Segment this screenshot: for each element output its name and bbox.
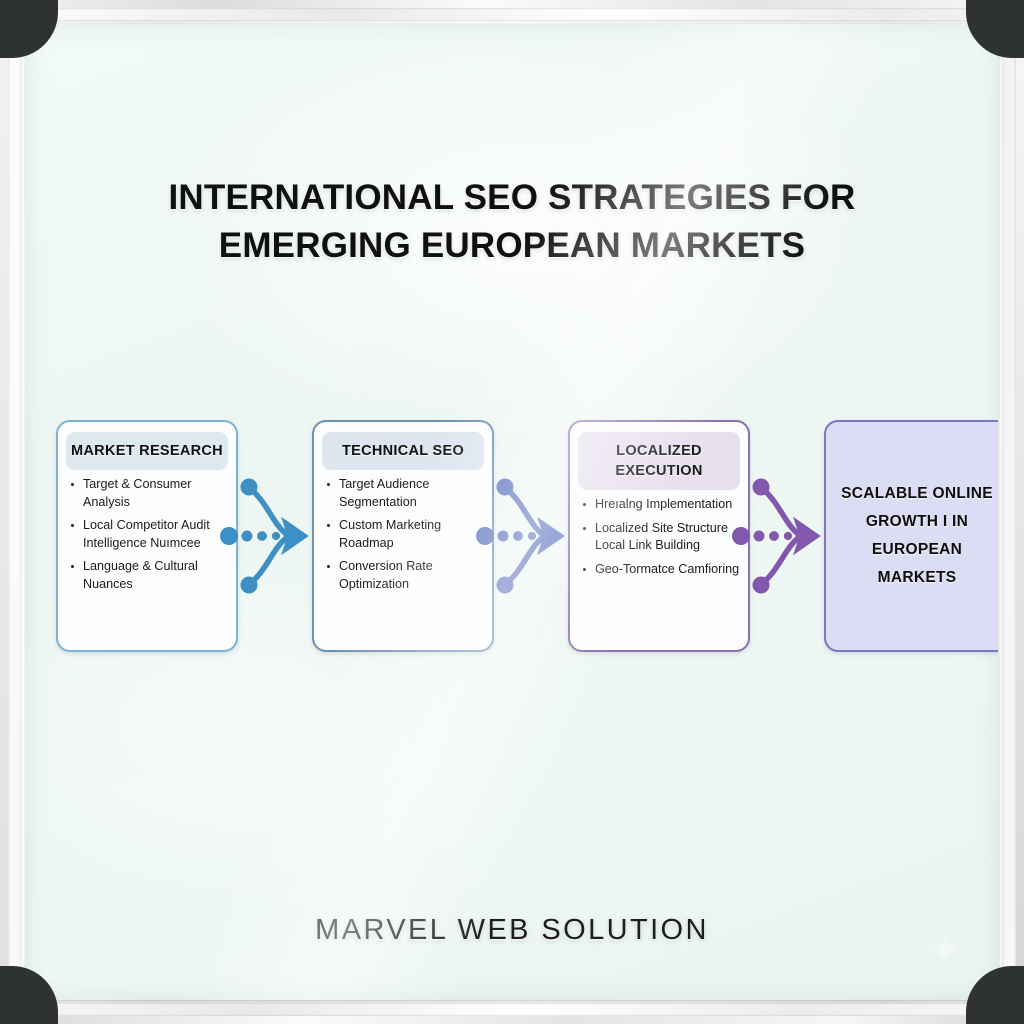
- list-item: Hreıalng Implementation: [582, 496, 740, 514]
- flow-step-heading: MARKET RESEARCH: [66, 432, 228, 470]
- flow-step-bullet-list: Target & Consumer Analysis Local Competi…: [58, 476, 236, 593]
- list-item: Geo-Tormatce Camfioring: [582, 561, 740, 579]
- page-title-line-2: EMERGING EUROPEAN MARKETS: [218, 226, 806, 265]
- list-item: Target Audience Segmentation: [326, 476, 484, 511]
- list-item: Conversion Rate Optimization: [326, 558, 484, 593]
- flow-step-localized-execution[interactable]: LOCALIZED EXECUTION Hreıalng Implementat…: [568, 420, 750, 652]
- flow-step-bullet-list: Target Audience Segmentation Custom Mark…: [314, 476, 492, 593]
- arrow-connector-icon: [476, 478, 565, 594]
- footer-brand: MARVEL WEB SOLUTION: [26, 914, 998, 947]
- flow-step-bullet-list: Hreıalng Implementation Localized Site S…: [570, 496, 748, 578]
- list-item: Language & Cultural Nuances: [70, 558, 228, 593]
- connector-1: [220, 420, 312, 652]
- flow-step-market-research[interactable]: MARKET RESEARCH Target & Consumer Analys…: [56, 420, 238, 652]
- list-item: Local Competitor Audit Intelligence Nuım…: [70, 517, 228, 552]
- arrow-connector-icon: [732, 478, 821, 594]
- arrow-connector-icon: [220, 478, 309, 594]
- footer-brand-label: MARVEL WEB SOLUTION: [315, 914, 709, 946]
- flow-outcome-label: SCALABLE ONLINE GROWTH I IN EUROPEAN MAR…: [841, 485, 993, 586]
- flow-outcome-scalable-growth[interactable]: SCALABLE ONLINE GROWTH I IN EUROPEAN MAR…: [824, 420, 998, 652]
- list-item: Custom Marketing Roadmap: [326, 517, 484, 552]
- list-item: Localized Site Structure Local Link Buil…: [582, 520, 740, 555]
- flow-step-heading: LOCALIZED EXECUTION: [578, 432, 740, 490]
- connector-2: [476, 420, 568, 652]
- flow-step-heading: TECHNICAL SEO: [322, 432, 484, 470]
- connector-3: [732, 420, 824, 652]
- list-item: Target & Consumer Analysis: [70, 476, 228, 511]
- flow-step-technical-seo[interactable]: TECHNICAL SEO Target Audience Segmentati…: [312, 420, 494, 652]
- whiteboard-surface: INTERNATIONAL SEO STRATEGIES FOR EMERGIN…: [26, 24, 998, 1000]
- page-title: INTERNATIONAL SEO STRATEGIES FOR EMERGIN…: [26, 174, 998, 270]
- process-flow-diagram: MARKET RESEARCH Target & Consumer Analys…: [56, 420, 998, 660]
- page-title-line-1: INTERNATIONAL SEO STRATEGIES FOR: [168, 178, 856, 217]
